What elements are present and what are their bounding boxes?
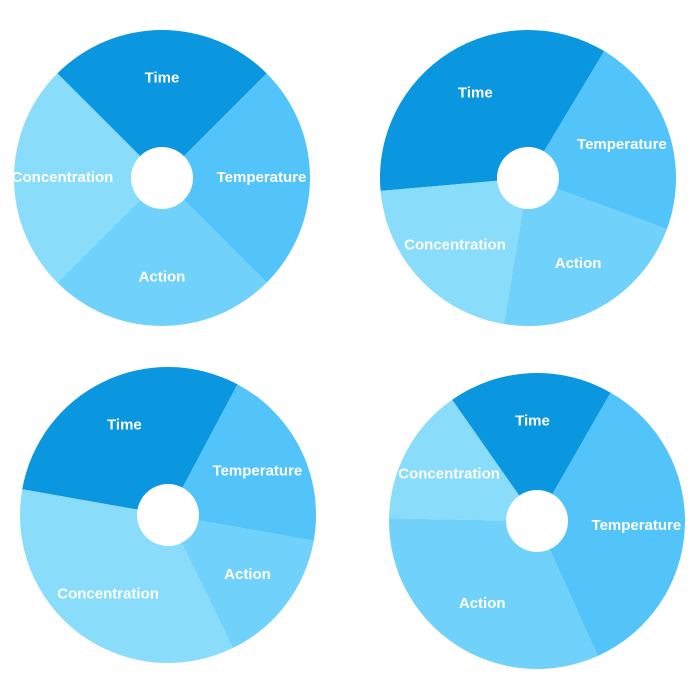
- slice-label-action: Action: [139, 268, 186, 285]
- slice-label-action: Action: [555, 255, 602, 272]
- slice-concentration: [389, 399, 520, 521]
- charts-layer: TimeTemperatureActionConcentrationTimeTe…: [12, 29, 685, 669]
- slice-label-temperature: Temperature: [217, 169, 307, 186]
- slice-temperature: [549, 392, 685, 656]
- slice-time: [380, 29, 605, 191]
- slice-temperature: [182, 384, 316, 541]
- slice-temperature: [543, 51, 676, 230]
- slice-action: [503, 188, 667, 326]
- slice-time: [57, 30, 267, 157]
- slice-label-temperature: Temperature: [577, 136, 667, 153]
- slice-time: [452, 373, 611, 496]
- slice-label-concentration: Concentration: [398, 465, 500, 482]
- slice-label-concentration: Concentration: [57, 585, 159, 602]
- slice-action: [57, 199, 267, 326]
- slice-label-concentration: Concentration: [12, 169, 114, 186]
- slice-concentration: [14, 73, 141, 283]
- slice-temperature: [183, 73, 310, 283]
- slice-time: [22, 367, 238, 510]
- slice-label-temperature: Temperature: [592, 517, 682, 534]
- slice-label-time: Time: [515, 413, 550, 430]
- slice-label-time: Time: [145, 69, 180, 86]
- slice-label-temperature: Temperature: [213, 462, 303, 479]
- slice-label-action: Action: [224, 566, 271, 583]
- slice-label-action: Action: [459, 595, 506, 612]
- slice-action: [389, 518, 598, 669]
- slice-action: [181, 520, 314, 649]
- slice-label-concentration: Concentration: [404, 237, 506, 254]
- slice-concentration: [20, 489, 233, 664]
- slice-label-time: Time: [107, 417, 142, 434]
- slice-label-time: Time: [458, 85, 493, 102]
- slice-concentration: [380, 180, 523, 325]
